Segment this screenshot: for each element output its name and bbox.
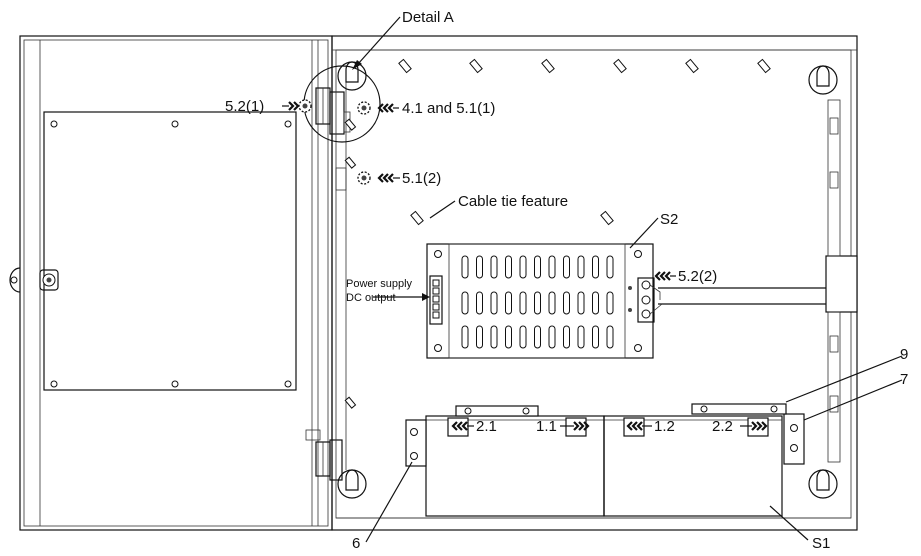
gear-icon xyxy=(298,99,312,113)
label-s2: S2 xyxy=(660,211,678,228)
vent-slot xyxy=(534,325,541,349)
vent-slot xyxy=(505,291,512,315)
door-panel xyxy=(19,35,333,531)
vent-slot xyxy=(534,291,541,315)
vent-slot xyxy=(534,255,541,279)
vent-slot xyxy=(606,291,614,315)
dc-output-connector xyxy=(429,275,443,325)
label-cable-tie-feature: Cable tie feature xyxy=(458,193,568,210)
vent-slot xyxy=(519,255,527,279)
power-supply-s2 xyxy=(426,243,654,359)
label-power-supply: Power supply xyxy=(346,278,413,290)
mounting-hole-icon xyxy=(808,65,838,95)
lower-hinge xyxy=(305,429,343,481)
vent-slot xyxy=(606,325,614,349)
door-cover-plate xyxy=(43,111,297,391)
label-7: 7 xyxy=(900,371,908,388)
mounting-hole-icon xyxy=(808,469,838,499)
vent-slot xyxy=(505,255,512,279)
gear-icon xyxy=(357,171,371,185)
label-4-1-and-5-1-1: 4.1 and 5.1(1) xyxy=(402,100,495,117)
vent-slot xyxy=(476,291,483,315)
label-6: 6 xyxy=(352,535,360,552)
label-2-2: 2.2 xyxy=(712,418,733,435)
vent-slot xyxy=(505,325,512,349)
label-1-1: 1.1 xyxy=(536,418,557,435)
vent-slot xyxy=(563,255,570,279)
label-1-2: 1.2 xyxy=(654,418,675,435)
vent-slot xyxy=(577,291,585,315)
upper-hinge xyxy=(315,87,351,135)
leader-lines xyxy=(282,16,903,543)
vent-slot xyxy=(461,325,469,349)
cable-tie-slots-top xyxy=(344,58,771,409)
cabinet-body xyxy=(331,35,858,531)
label-9: 9 xyxy=(900,346,908,363)
label-5-1-2: 5.1(2) xyxy=(402,170,441,187)
label-5-2-1: 5.2(1) xyxy=(225,98,264,115)
chevron-arrows xyxy=(288,101,768,431)
vent-slot xyxy=(577,255,585,279)
vent-slot xyxy=(519,291,527,315)
vent-slot xyxy=(592,291,599,315)
mounting-hole-icon xyxy=(337,469,367,499)
door-lock-icon xyxy=(9,267,59,293)
vent-slot xyxy=(490,291,498,315)
vent-slot xyxy=(490,325,498,349)
vent-slot xyxy=(490,255,498,279)
vent-slot xyxy=(476,325,483,349)
vent-slot xyxy=(519,325,527,349)
vent-slots xyxy=(461,255,614,349)
vent-slot xyxy=(548,325,556,349)
vent-slot xyxy=(563,291,570,315)
label-detail-a: Detail A xyxy=(402,9,454,26)
vent-slot xyxy=(592,255,599,279)
vent-slot xyxy=(606,255,614,279)
gear-icon xyxy=(357,101,371,115)
label-dc-output: DC output xyxy=(346,292,396,304)
vent-slot xyxy=(563,325,570,349)
label-s1: S1 xyxy=(812,535,830,552)
vent-slot xyxy=(577,325,585,349)
vent-slot xyxy=(548,291,556,315)
vent-slot xyxy=(476,255,483,279)
label-2-1: 2.1 xyxy=(476,418,497,435)
ac-terminal-block xyxy=(628,277,663,323)
vent-slot xyxy=(548,255,556,279)
vent-slot xyxy=(461,255,469,279)
label-5-2-2: 5.2(2) xyxy=(678,268,717,285)
battery-compartment xyxy=(405,403,805,517)
vent-slot xyxy=(461,291,469,315)
vent-slot xyxy=(592,325,599,349)
